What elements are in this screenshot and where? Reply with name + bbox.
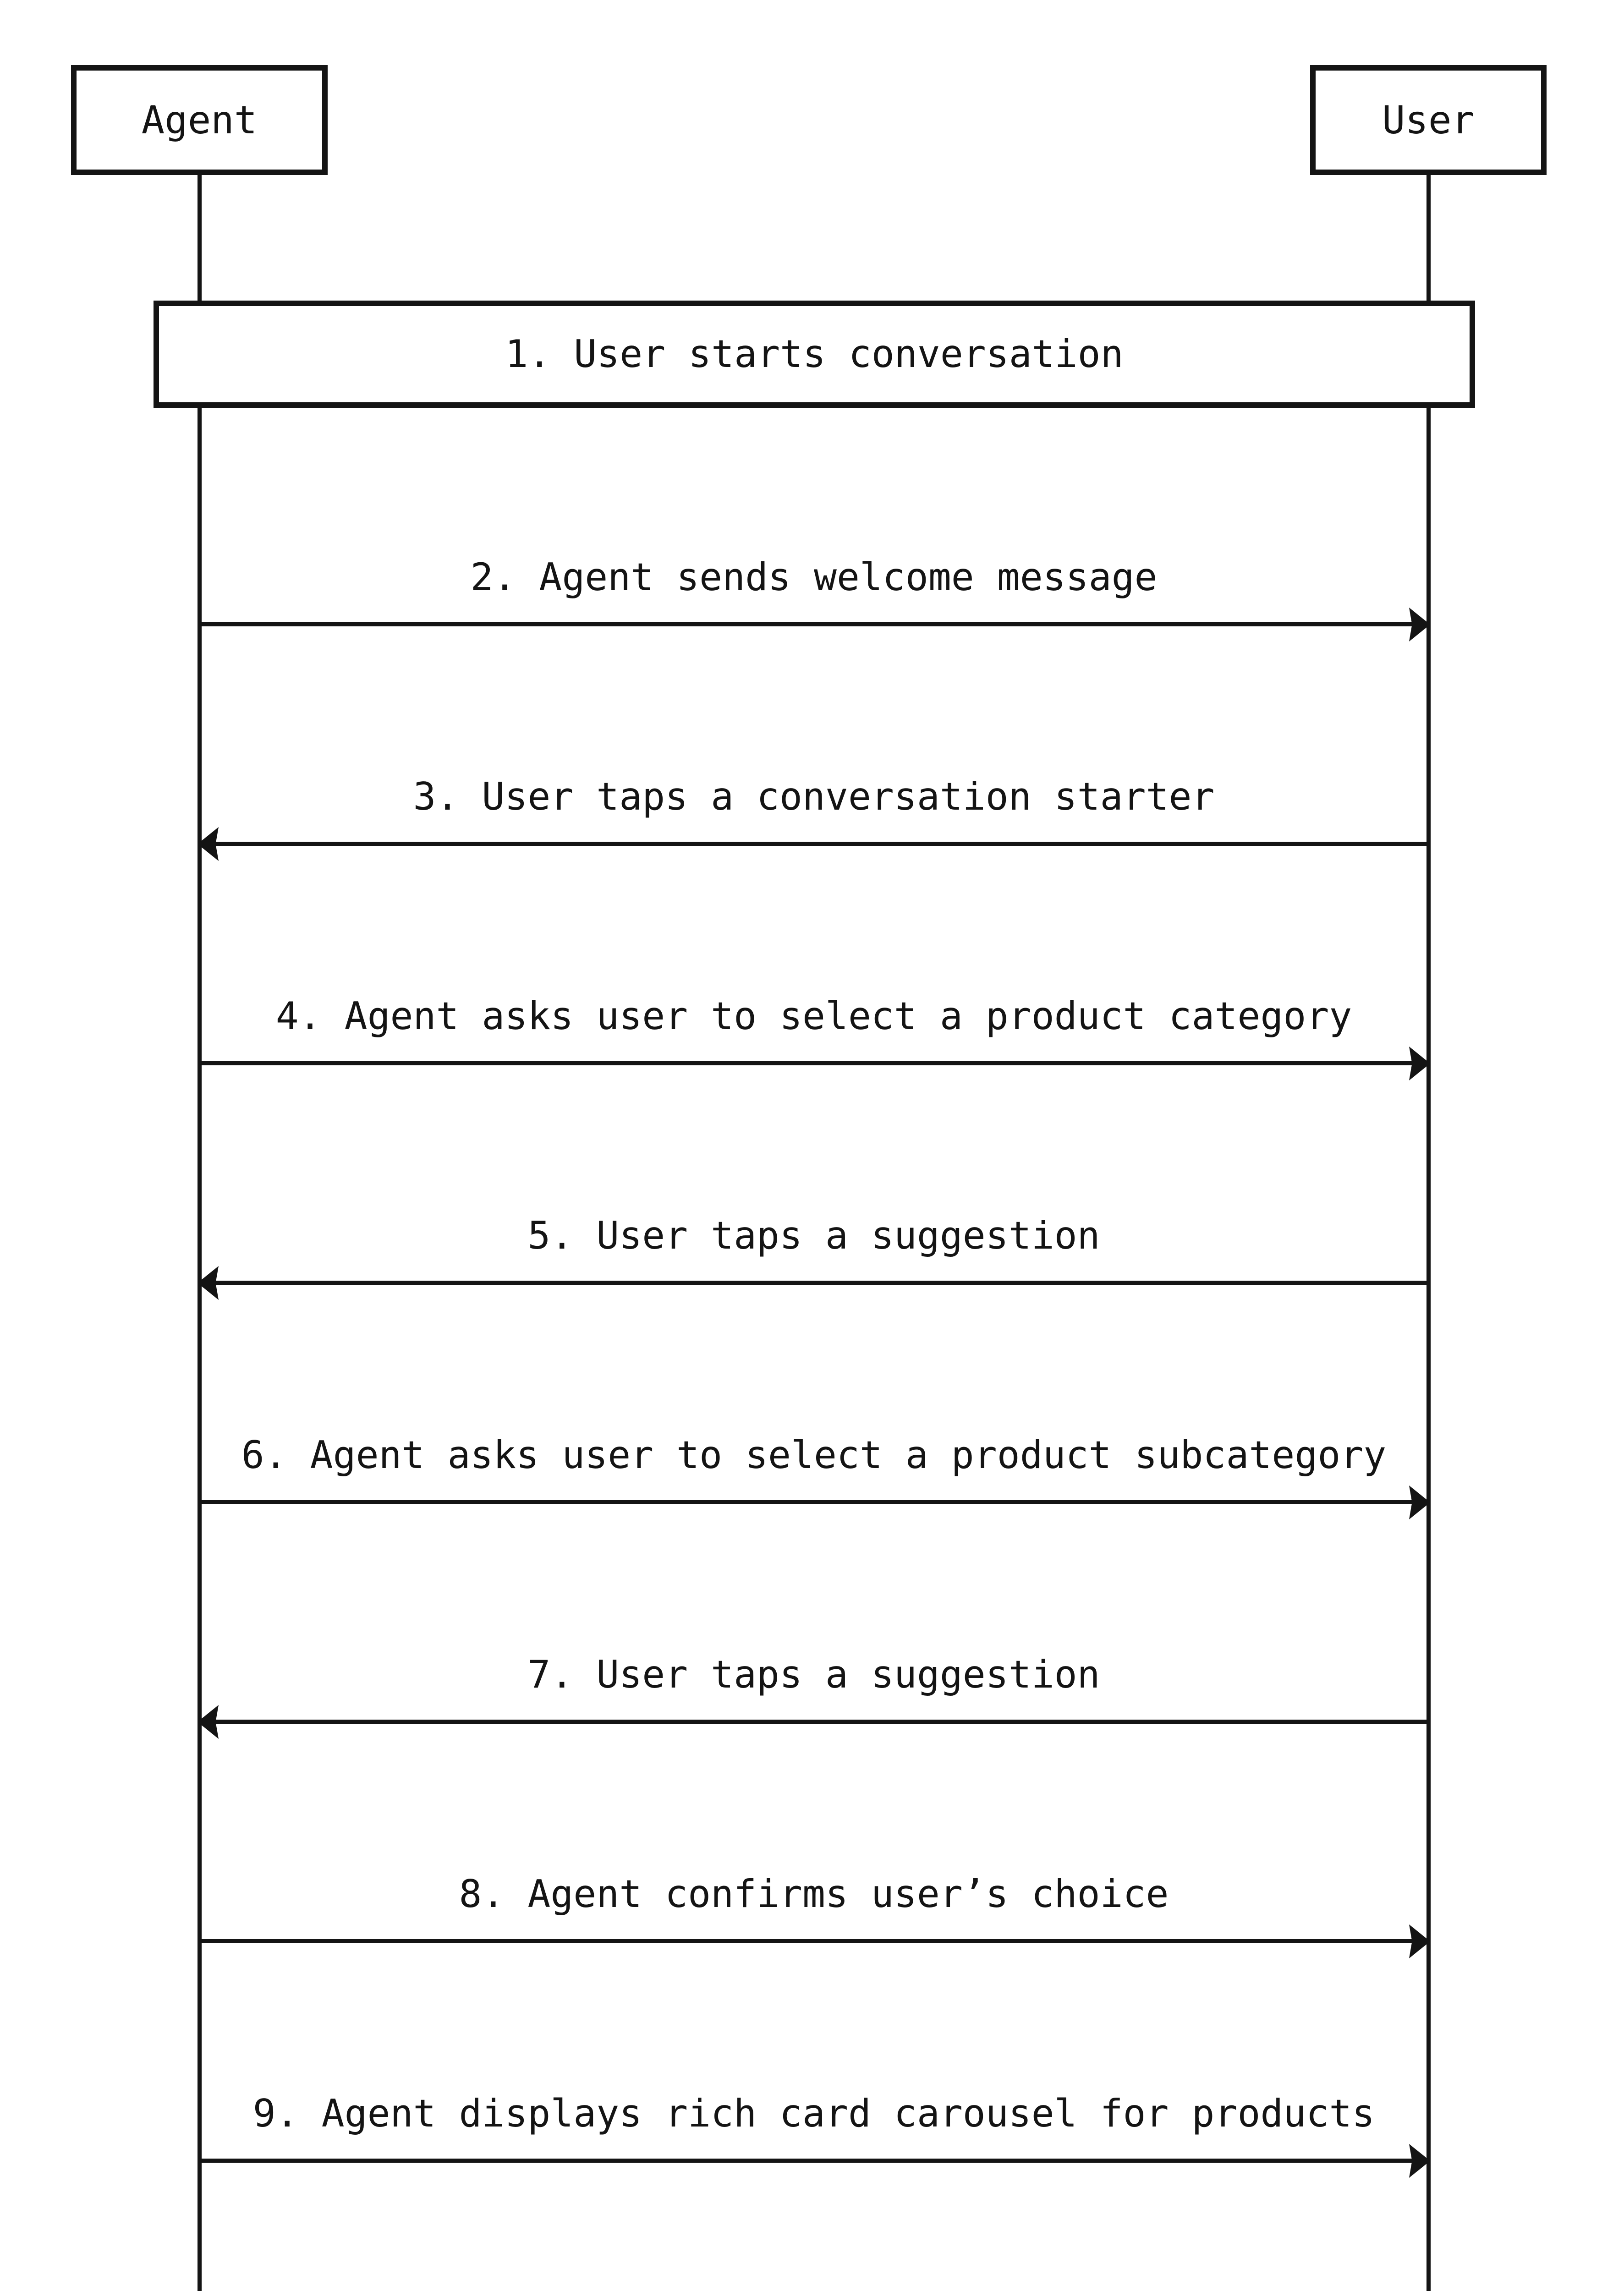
note-user-starts-conversation: 1. User starts conversation bbox=[154, 301, 1475, 408]
message-6-line bbox=[199, 1500, 1428, 1504]
message-8: 8. Agent confirms user’s choice bbox=[199, 1872, 1430, 1958]
message-4-line bbox=[199, 1061, 1428, 1065]
message-7-label: 7. User taps a suggestion bbox=[527, 1652, 1100, 1697]
message-4-label: 4. Agent asks user to select a product c… bbox=[275, 994, 1352, 1038]
message-9-line bbox=[199, 2159, 1428, 2163]
actor-user-top-label: User bbox=[1382, 98, 1475, 143]
message-7: 7. User taps a suggestion bbox=[198, 1652, 1428, 1739]
message-2: 2. Agent sends welcome message bbox=[199, 555, 1430, 641]
message-9: 9. Agent displays rich card carousel for… bbox=[199, 2091, 1430, 2178]
message-5: 5. User taps a suggestion bbox=[198, 1213, 1428, 1300]
message-3-line bbox=[199, 842, 1428, 846]
message-2-line bbox=[199, 622, 1428, 626]
message-7-line bbox=[199, 1720, 1428, 1724]
message-4: 4. Agent asks user to select a product c… bbox=[199, 994, 1430, 1080]
actor-agent-top: Agent bbox=[71, 65, 328, 175]
note-label: 1. User starts conversation bbox=[505, 332, 1124, 376]
message-2-label: 2. Agent sends welcome message bbox=[470, 555, 1158, 599]
agent-lifeline bbox=[198, 174, 202, 2291]
message-5-line bbox=[199, 1281, 1428, 1285]
message-6-label: 6. Agent asks user to select a product s… bbox=[241, 1433, 1387, 1477]
message-5-label: 5. User taps a suggestion bbox=[527, 1213, 1100, 1258]
message-6: 6. Agent asks user to select a product s… bbox=[199, 1433, 1430, 1519]
message-3-label: 3. User taps a conversation starter bbox=[413, 774, 1215, 819]
user-lifeline bbox=[1426, 174, 1431, 2291]
actor-agent-top-label: Agent bbox=[141, 98, 258, 143]
message-3: 3. User taps a conversation starter bbox=[198, 774, 1428, 861]
message-8-line bbox=[199, 1939, 1428, 1943]
actor-user-top: User bbox=[1310, 65, 1547, 175]
message-8-label: 8. Agent confirms user’s choice bbox=[459, 1872, 1169, 1916]
message-9-label: 9. Agent displays rich card carousel for… bbox=[252, 2091, 1375, 2136]
